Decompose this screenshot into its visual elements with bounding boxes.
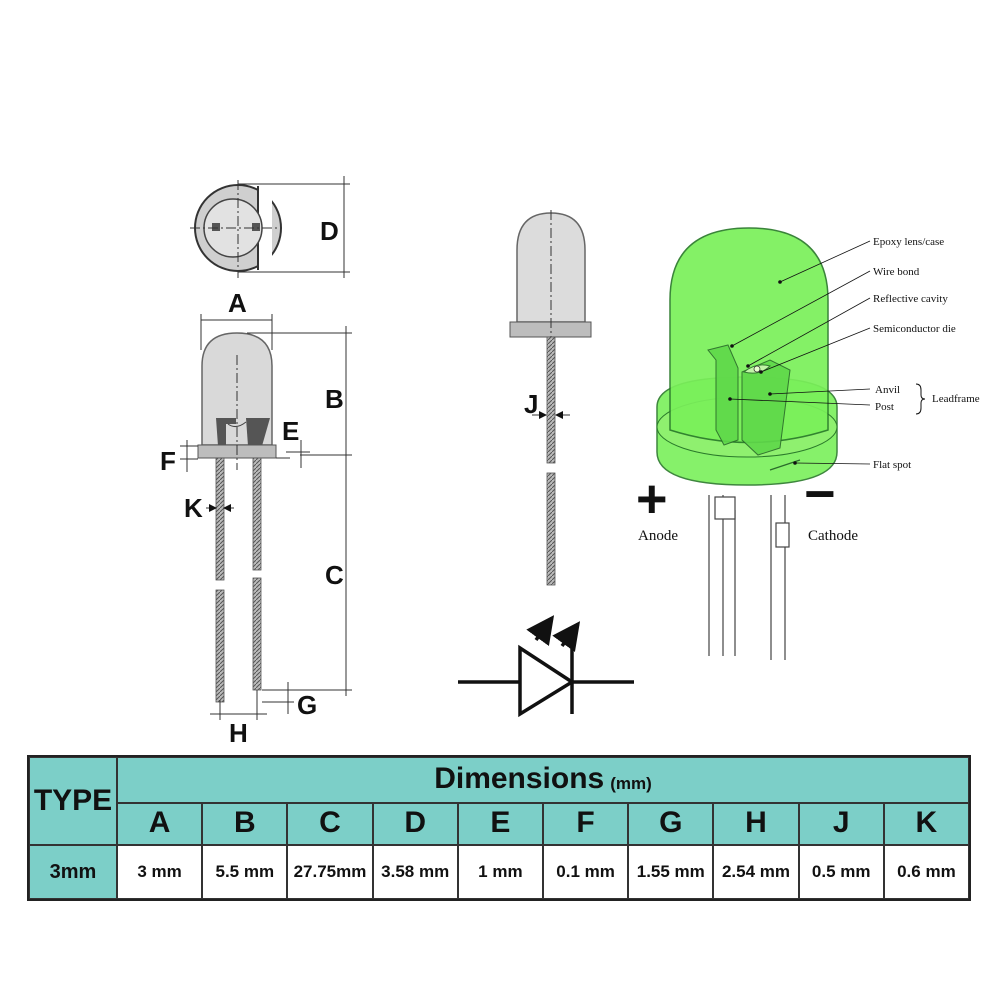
dimensions-title: Dimensions (mm) bbox=[117, 757, 969, 803]
label-j: J bbox=[524, 389, 538, 419]
label-e: E bbox=[282, 416, 299, 446]
value-g: 1.55 mm bbox=[628, 845, 714, 899]
callout-post: Post bbox=[875, 401, 894, 413]
column-header-d: D bbox=[372, 803, 458, 845]
type-header: TYPE bbox=[29, 757, 117, 845]
column-header-e: E bbox=[457, 803, 543, 845]
column-header-k: K bbox=[883, 803, 969, 845]
label-a: A bbox=[228, 288, 247, 318]
dimensions-title-text: Dimensions bbox=[434, 762, 605, 795]
led-front-view: J bbox=[509, 210, 592, 586]
label-k: K bbox=[184, 493, 203, 523]
value-d: 3.58 mm bbox=[372, 845, 458, 899]
row-type-3mm: 3mm bbox=[29, 845, 117, 899]
callout-leadframe: Leadframe bbox=[932, 393, 980, 405]
column-header-f: F bbox=[543, 803, 629, 845]
callout-dots bbox=[728, 280, 797, 465]
column-header-h: H bbox=[713, 803, 799, 845]
cathode-label: Cathode bbox=[808, 528, 858, 544]
callout-semiconductor-die: Semiconductor die bbox=[873, 323, 956, 335]
plus-sign: + bbox=[636, 469, 668, 529]
label-f: F bbox=[160, 446, 176, 476]
dimensions-unit: (mm) bbox=[610, 774, 652, 793]
value-b: 5.5 mm bbox=[202, 845, 288, 899]
value-h: 2.54 mm bbox=[713, 845, 799, 899]
led-schematic-symbol bbox=[458, 615, 634, 718]
led-3d-illustration bbox=[656, 227, 838, 660]
column-header-g: G bbox=[628, 803, 714, 845]
label-d: D bbox=[320, 216, 339, 246]
callout-flat-spot: Flat spot bbox=[873, 459, 911, 471]
callout-epoxy: Epoxy lens/case bbox=[873, 236, 944, 248]
value-a: 3 mm bbox=[117, 845, 203, 899]
minus-sign: − bbox=[804, 464, 836, 524]
callout-lines bbox=[729, 240, 871, 465]
value-k: 0.6 mm bbox=[883, 845, 969, 899]
column-header-c: C bbox=[287, 803, 373, 845]
label-b: B bbox=[325, 384, 344, 414]
callout-reflective-cavity: Reflective cavity bbox=[873, 293, 948, 305]
value-c: 27.75mm bbox=[287, 845, 373, 899]
label-h: H bbox=[229, 718, 248, 748]
led-side-view: A B C E F K bbox=[160, 288, 352, 748]
callout-wire-bond: Wire bond bbox=[873, 266, 920, 278]
led-top-view: D bbox=[190, 176, 350, 278]
label-c: C bbox=[325, 560, 344, 590]
leadframe-brace bbox=[915, 383, 926, 415]
value-j: 0.5 mm bbox=[798, 845, 884, 899]
label-g: G bbox=[297, 690, 317, 720]
column-header-b: B bbox=[202, 803, 288, 845]
value-f: 0.1 mm bbox=[543, 845, 629, 899]
anode-label: Anode bbox=[638, 528, 678, 544]
column-header-a: A bbox=[117, 803, 203, 845]
callout-anvil: Anvil bbox=[875, 384, 900, 396]
column-header-j: J bbox=[798, 803, 884, 845]
value-e: 1 mm bbox=[457, 845, 543, 899]
